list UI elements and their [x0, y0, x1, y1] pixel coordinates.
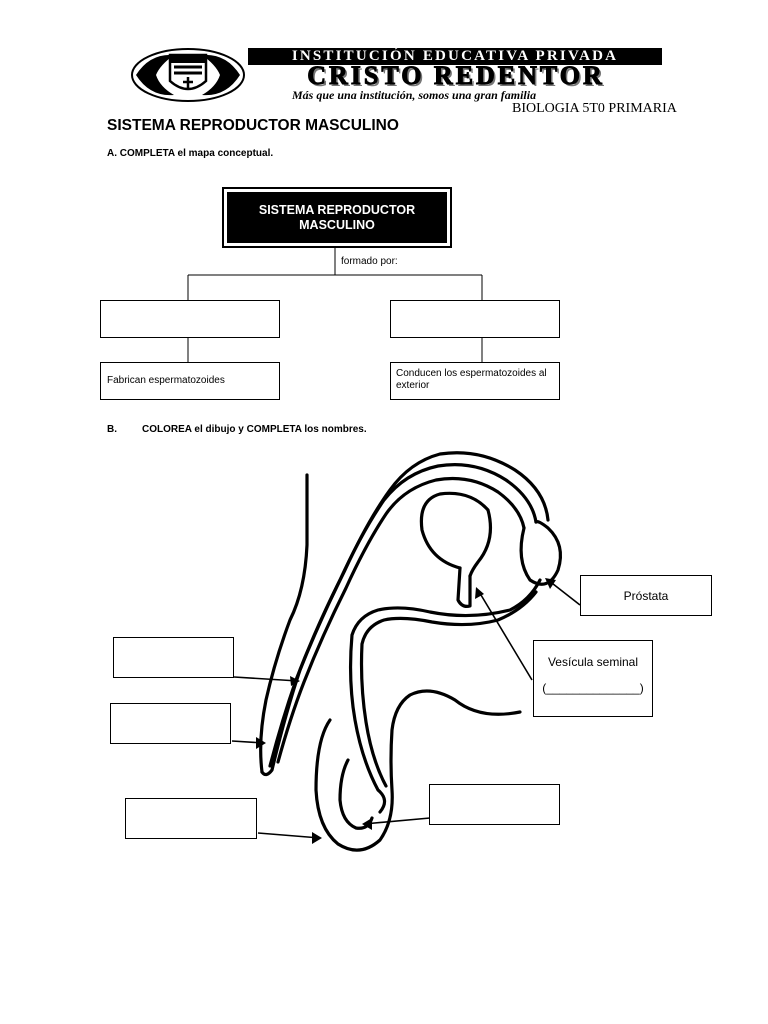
prostate-label-box: Próstata [580, 575, 712, 616]
seminal-vesicle-label: Vesícula seminal [534, 655, 652, 669]
arrowhead-3 [312, 832, 322, 844]
blank-label-box-4[interactable] [429, 784, 560, 825]
section-b-letter: B. [107, 424, 117, 435]
vesicle-duct [458, 568, 470, 606]
section-b-instruction: COLOREA el dibujo y COMPLETA los nombres… [142, 424, 367, 435]
left-answer-box[interactable] [100, 300, 280, 338]
prostate-shape [521, 522, 560, 585]
right-description-box: Conducen los espermatozoides al exterior [390, 362, 560, 400]
concept-map-root: SISTEMA REPRODUCTOR MASCULINO [222, 187, 452, 248]
scrotum-contour [316, 691, 520, 850]
urethra-inner [278, 479, 524, 763]
right-answer-box[interactable] [390, 300, 560, 338]
seminal-vesicle-blank[interactable]: (______________) [534, 681, 652, 695]
bladder-shape [421, 493, 490, 576]
left-description-box: Fabrican espermatozoides [100, 362, 280, 400]
left-description-text: Fabrican espermatozoides [107, 375, 225, 386]
urethra-outer [270, 465, 536, 766]
concept-map-root-label: SISTEMA REPRODUCTOR MASCULINO [227, 192, 447, 243]
prostate-label: Próstata [581, 576, 711, 617]
penis-outer-line [262, 453, 548, 775]
arrow-line-4 [364, 818, 430, 824]
right-description-text: Conducen los espermatozoides al exterior [396, 368, 547, 391]
vas-deferens-inner [362, 592, 537, 786]
blank-label-box-2[interactable] [110, 703, 231, 744]
arrow-line-3 [258, 833, 320, 838]
blank-label-box-3[interactable] [125, 798, 257, 839]
arrow-line-1 [234, 677, 298, 681]
connector-label: formado por: [341, 256, 398, 268]
seminal-vesicle-label-box: Vesícula seminal (______________) [533, 640, 653, 717]
blank-label-box-1[interactable] [113, 637, 234, 678]
